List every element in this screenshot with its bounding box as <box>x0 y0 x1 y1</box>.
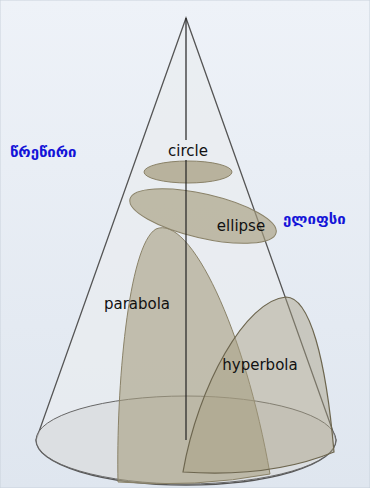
section-name: ellipse <box>215 217 267 235</box>
section-name: parabola <box>102 295 172 313</box>
cone-axis <box>185 160 186 440</box>
circle-section <box>144 161 232 183</box>
section-name: hyperbola <box>220 356 299 374</box>
conic-section-label: hyperbola <box>220 355 299 374</box>
conic-section-label: ellipse <box>215 216 267 235</box>
cone-axis <box>185 18 186 140</box>
georgian-label: წრეწირი <box>10 143 77 161</box>
conic-section-label: parabola <box>102 294 172 313</box>
conic-section-label: circle <box>166 141 210 160</box>
hyperbola-section <box>183 297 334 473</box>
section-name: circle <box>166 142 210 160</box>
ellipse-section <box>125 178 281 255</box>
georgian-label: ელიფსი <box>283 210 346 228</box>
cone-body <box>36 18 336 485</box>
